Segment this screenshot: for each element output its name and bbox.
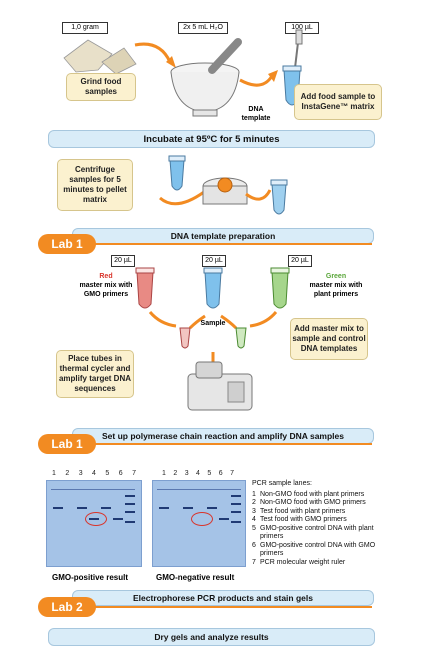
dry-gels-banner: Dry gels and analyze results bbox=[48, 628, 375, 646]
sample-tube-icon bbox=[204, 271, 222, 309]
lane-num: 4 bbox=[92, 470, 96, 477]
label-water: 2x 5 mL H₂O bbox=[178, 22, 228, 34]
green-mix-label: Green master mix with plant primers bbox=[302, 272, 370, 299]
positive-caption: GMO-positive result bbox=[52, 573, 129, 582]
label-20ul-right: 20 µL bbox=[288, 255, 312, 267]
pcr-setup-illustration bbox=[135, 267, 290, 411]
lane-num: 5 bbox=[207, 470, 212, 477]
green-mix-desc: master mix with plant primers bbox=[309, 282, 363, 298]
grind-illustration bbox=[63, 29, 303, 117]
green-tube-icon bbox=[271, 271, 289, 309]
sample-label: Sample bbox=[200, 320, 226, 327]
highlight-ring bbox=[85, 512, 107, 526]
centrifuge-box: Centrifuge samples for 5 minutes to pell… bbox=[57, 159, 133, 211]
lab1-line-b bbox=[40, 443, 372, 445]
lab1-badge-b: Lab 1 bbox=[38, 434, 96, 454]
red-tube-icon bbox=[136, 271, 154, 309]
dna-template-label: DNA template bbox=[241, 106, 271, 122]
gel-positive bbox=[46, 480, 142, 567]
lane-num: 7 bbox=[230, 470, 234, 477]
lane-num: 3 bbox=[78, 470, 83, 477]
label-20ul-mid: 20 µL bbox=[202, 255, 226, 267]
template-prep-banner: DNA template preparation bbox=[72, 228, 374, 244]
red-mix-label: Red master mix with GMO primers bbox=[78, 272, 134, 299]
label-1-gram: 1,0 gram bbox=[62, 22, 108, 34]
lane-num: 1 bbox=[162, 470, 166, 477]
lane-num: 2 bbox=[173, 470, 178, 477]
pestle-icon bbox=[208, 38, 242, 74]
lane-num: 6 bbox=[218, 470, 223, 477]
grind-box: Grind food samples bbox=[66, 73, 136, 101]
incubate-banner: Incubate at 95ºC for 5 minutes bbox=[48, 130, 375, 148]
add-sample-box: Add food sample to InstaGene™ matrix bbox=[294, 84, 382, 120]
pcr-setup-banner: Set up polymerase chain reaction and amp… bbox=[72, 428, 374, 444]
lane-num: 7 bbox=[132, 470, 136, 477]
highlight-ring bbox=[191, 512, 213, 526]
add-master-box: Add master mix to sample and control DNA… bbox=[290, 318, 368, 360]
negative-caption: GMO-negative result bbox=[156, 573, 235, 582]
label-20ul-left: 20 µL bbox=[111, 255, 135, 267]
gel-negative bbox=[152, 480, 246, 567]
lane-num: 6 bbox=[118, 470, 123, 477]
green-word: Green bbox=[325, 273, 347, 280]
red-mix-desc: master mix with GMO primers bbox=[79, 282, 133, 298]
lab1-badge-a: Lab 1 bbox=[38, 234, 96, 254]
lane-numbers-negative: 1 2 3 4 5 6 7 bbox=[162, 470, 234, 477]
lane-num: 1 bbox=[52, 470, 56, 477]
lane-num: 5 bbox=[105, 470, 110, 477]
electrophorese-banner: Electrophorese PCR products and stain ge… bbox=[72, 590, 374, 606]
centrifuge-illustration bbox=[159, 155, 288, 215]
small-tube-left-icon bbox=[179, 327, 191, 349]
lane-num: 4 bbox=[196, 470, 200, 477]
lane-num: 2 bbox=[65, 470, 70, 477]
lab1-line-a bbox=[40, 243, 372, 245]
lab2-badge: Lab 2 bbox=[38, 597, 96, 617]
small-tube-right-icon bbox=[235, 327, 247, 349]
red-word: Red bbox=[99, 273, 113, 280]
legend-title: PCR sample lanes: bbox=[252, 480, 312, 487]
thermal-box: Place tubes in thermal cycler and amplif… bbox=[56, 350, 134, 398]
lane-numbers-positive: 1 2 3 4 5 6 7 bbox=[52, 470, 136, 477]
food-pieces-icon bbox=[63, 39, 113, 73]
lab2-line bbox=[40, 606, 372, 608]
lane-num: 3 bbox=[184, 470, 189, 477]
